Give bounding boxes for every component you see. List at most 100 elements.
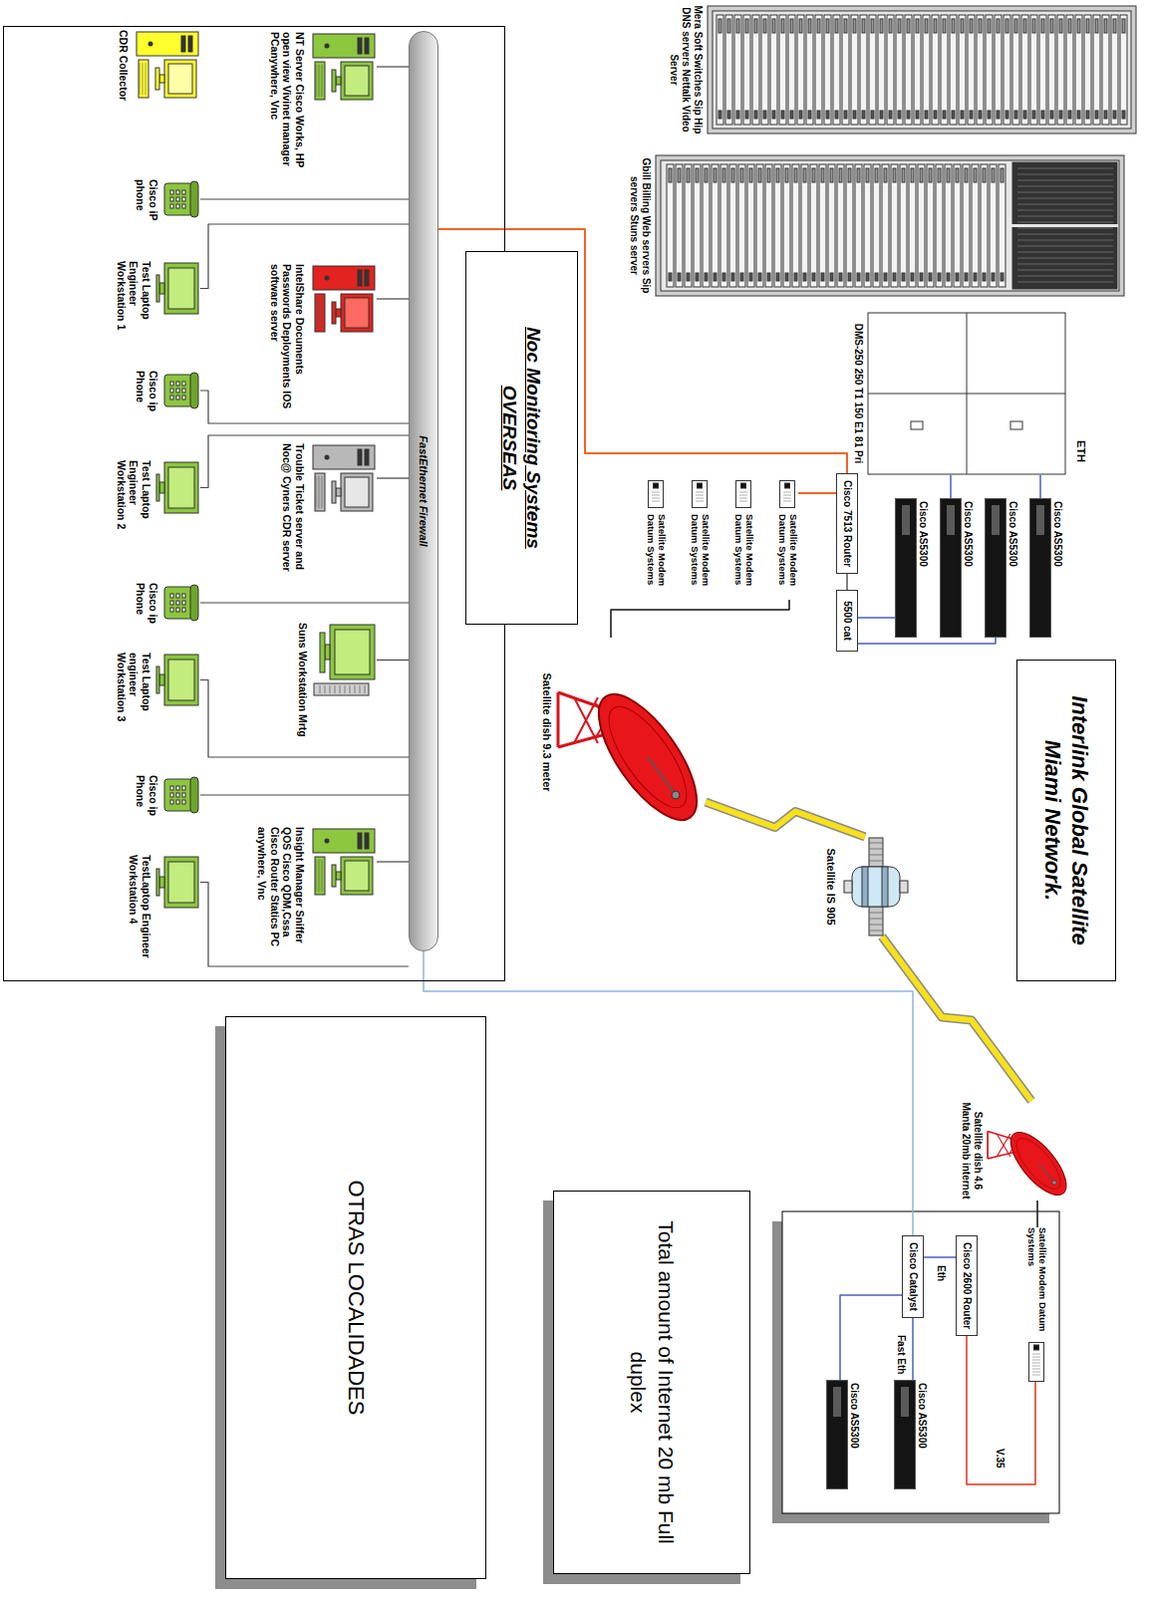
connector-line <box>200 390 409 424</box>
device-bar <box>984 498 1007 638</box>
modem-icon <box>735 480 752 509</box>
link-label: Fast Eth <box>895 1333 907 1377</box>
cable <box>376 659 409 661</box>
cable <box>200 602 409 604</box>
device-label: Satellite Modem Datum Systems <box>1025 1227 1048 1337</box>
device-label: Insight Manager Sniffer QOS Cisco QDM,Cs… <box>256 827 306 957</box>
device-bar <box>1029 498 1052 638</box>
cab-icon <box>866 311 1067 476</box>
bus-label: FastEthernet Firewall <box>409 31 438 951</box>
connector-line <box>858 637 996 644</box>
access-server: Cisco AS5300 <box>1029 498 1064 638</box>
cable <box>847 574 849 590</box>
icon-holder <box>162 179 201 220</box>
device-label: Gbill Billing Web servers Sip servers St… <box>627 153 652 298</box>
cable <box>966 1336 1036 1485</box>
device-bar <box>894 498 917 638</box>
icon-holder <box>308 827 377 897</box>
cable <box>858 617 895 619</box>
device-label: Cisco ip Phone <box>134 582 160 645</box>
device-label: TestLaptop Engineer Workstation 4 <box>127 855 153 970</box>
device-label: Satellite Modem Datum Systems <box>688 514 711 600</box>
laptop-workstation: Test Laptop Engineer Workstation 2 <box>114 460 201 561</box>
device-label: Test Laptop Engineer Workstation 1 <box>114 261 153 361</box>
device-label: Suns Workstation Mrtg <box>295 622 309 743</box>
noc-area: Noc Monitoring Systems OVERSEASFastEther… <box>2 25 506 982</box>
device-label: Satellite Modem Datum Systems <box>644 514 667 600</box>
connector-line <box>1036 1200 1039 1228</box>
device-label: Cisco ip Phone <box>134 370 160 433</box>
sun-icon <box>311 622 377 698</box>
connector-line <box>200 794 409 796</box>
cable <box>950 475 952 499</box>
cable <box>200 199 409 201</box>
icon-holder <box>162 582 201 623</box>
switch-box: 5500 cat <box>836 589 859 652</box>
device-label: Test Laptop Engineer Workstation 2 <box>114 460 153 561</box>
device-label: NT Server Cisco Works, HP open view Vivi… <box>268 31 306 182</box>
cable <box>912 1318 914 1381</box>
device-label: Cisco AS5300 <box>915 1380 928 1490</box>
modem-icon <box>1028 1342 1045 1383</box>
access-server: Cisco AS5300 <box>984 498 1019 638</box>
connector-line <box>705 802 865 838</box>
satellite-dish: Satellite dish 9.3 meter <box>540 637 706 828</box>
device-panel <box>833 1387 842 1418</box>
device-label: Cisco AS5300 <box>1051 498 1064 638</box>
icon-holder <box>162 775 201 816</box>
radio-link <box>705 802 865 838</box>
access-server: Cisco AS5300 <box>939 498 974 638</box>
satellite-modem: Satellite Modem Datum Systems <box>644 480 667 600</box>
connector-line <box>376 297 409 299</box>
device-label: Cisco AS5300 <box>848 1380 861 1490</box>
laptop-workstation: Test Laptop engineer Workstation 3 <box>114 652 201 753</box>
connector-line <box>1039 475 1042 499</box>
icon-holder <box>866 311 1067 476</box>
connector-line <box>705 802 865 838</box>
lap-icon <box>155 261 201 316</box>
icon-holder <box>155 460 201 516</box>
connector-line <box>966 1336 1036 1485</box>
switch-box: Cisco Catalyst <box>901 1235 924 1319</box>
laptop-workstation: TestLaptop Engineer Workstation 4 <box>127 855 201 970</box>
link-label: Eth <box>935 1263 947 1284</box>
icon-holder <box>654 154 1126 297</box>
srv-icon <box>132 29 201 100</box>
modem-icon <box>779 480 796 509</box>
phone-icon <box>162 370 201 411</box>
cable <box>376 66 409 68</box>
connector-line <box>376 65 409 67</box>
radio-link <box>881 936 1032 1102</box>
router-box: Cisco 7513 Router <box>836 473 859 575</box>
device-label: Cisco AS5300 <box>916 498 929 638</box>
line-label: ETH <box>1075 438 1088 465</box>
server: Trouble Ticket server and Noc@ Cyners CD… <box>281 443 377 593</box>
icon-holder <box>162 370 201 411</box>
connector-line <box>911 1318 914 1381</box>
srv-icon <box>308 264 377 334</box>
device-label: Satellite Modem Datum Systems <box>732 514 755 600</box>
diagram-title: Interlink Global Satellite Miami Network… <box>1016 659 1117 982</box>
server: Insight Manager Sniffer QOS Cisco QDM,Cs… <box>256 827 377 957</box>
device-bar <box>826 1380 849 1490</box>
lap-icon <box>155 855 201 910</box>
cable <box>1040 475 1042 499</box>
icon-holder <box>986 1104 1072 1199</box>
modem-icon <box>647 480 664 509</box>
satellite: Satellite IS 905 <box>824 837 910 937</box>
modem-icon <box>691 480 708 509</box>
access-server: Cisco AS5300 <box>894 498 929 638</box>
cable <box>923 1257 956 1259</box>
icon-holder <box>735 480 752 509</box>
device-label: Satellite dish 4.6 Manta 20mb internet <box>959 1101 984 1201</box>
device-label: Cisco AS5300 <box>961 498 974 638</box>
device-label: Satellite Modem Datum Systems <box>776 514 799 600</box>
connector-line <box>881 936 1032 1102</box>
device-label: 5500 cat <box>841 596 854 645</box>
lap-icon <box>155 460 201 516</box>
device-label: Test Laptop engineer Workstation 3 <box>114 652 153 753</box>
cable <box>376 861 409 863</box>
laptop-workstation: Test Laptop Engineer Workstation 1 <box>114 261 201 361</box>
connector-line <box>376 861 409 862</box>
